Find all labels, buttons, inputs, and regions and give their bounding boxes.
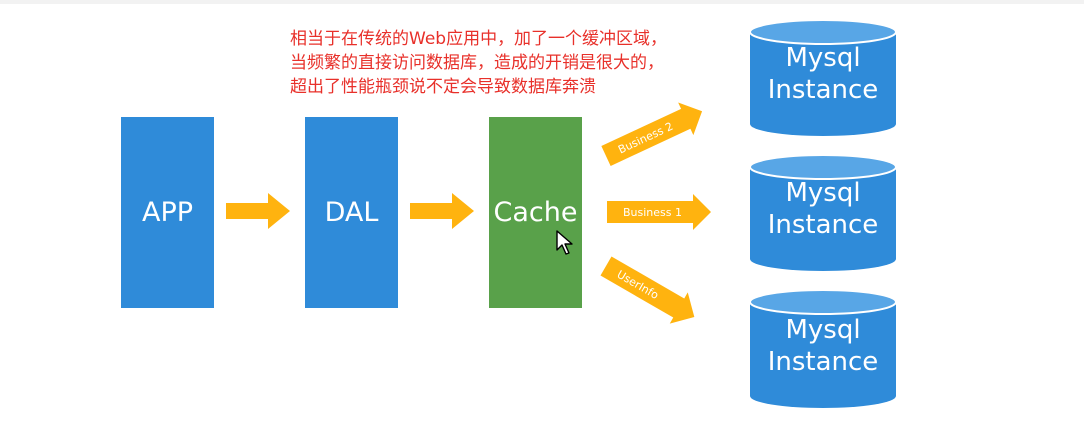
db-label-line-2: Instance	[767, 210, 879, 240]
annotation-text: 相当于在传统的Web应用中，加了一个缓冲区域， 当频繁的直接访问数据库，造成的开…	[290, 27, 667, 99]
cache-box: Cache	[489, 117, 582, 308]
arrow-userinfo: UserInfo	[600, 256, 695, 324]
app-label: APP	[141, 197, 194, 228]
database-cylinder-icon	[749, 154, 897, 271]
annotation-line-3: 超出了性能瓶颈说不定会导致数据库奔溃	[290, 77, 596, 97]
route-label-business-1: Business 1	[623, 206, 682, 219]
arrow-business-2: Business 2	[601, 102, 703, 166]
app-box: APP	[121, 117, 214, 308]
db-label-line-1: Mysql	[785, 315, 861, 345]
arrow-dal-to-cache	[410, 193, 474, 229]
dal-label: DAL	[324, 197, 379, 228]
annotation-line-1: 相当于在传统的Web应用中，加了一个缓冲区域，	[290, 29, 668, 49]
annotation-line-2: 当频繁的直接访问数据库，造成的开销是很大的，	[290, 53, 664, 73]
db-label-line-2: Instance	[767, 75, 879, 105]
db-label-line-1: Mysql	[785, 43, 861, 73]
cache-label: Cache	[493, 197, 578, 228]
mouse-cursor-icon	[556, 230, 573, 255]
database-cylinder-icon	[749, 289, 897, 408]
db-label-line-1: Mysql	[785, 178, 861, 208]
mysql-instance-1: Mysql Instance	[748, 19, 898, 138]
dal-box: DAL	[305, 117, 398, 308]
top-edge-strip	[0, 0, 1084, 4]
arrow-business-1: Business 1	[607, 194, 711, 230]
mysql-instance-3: Mysql Instance	[748, 289, 898, 410]
db-label-line-2: Instance	[767, 347, 879, 377]
arrow-app-to-dal	[226, 193, 290, 229]
database-cylinder-icon	[749, 19, 897, 136]
mysql-instance-2: Mysql Instance	[748, 154, 898, 273]
